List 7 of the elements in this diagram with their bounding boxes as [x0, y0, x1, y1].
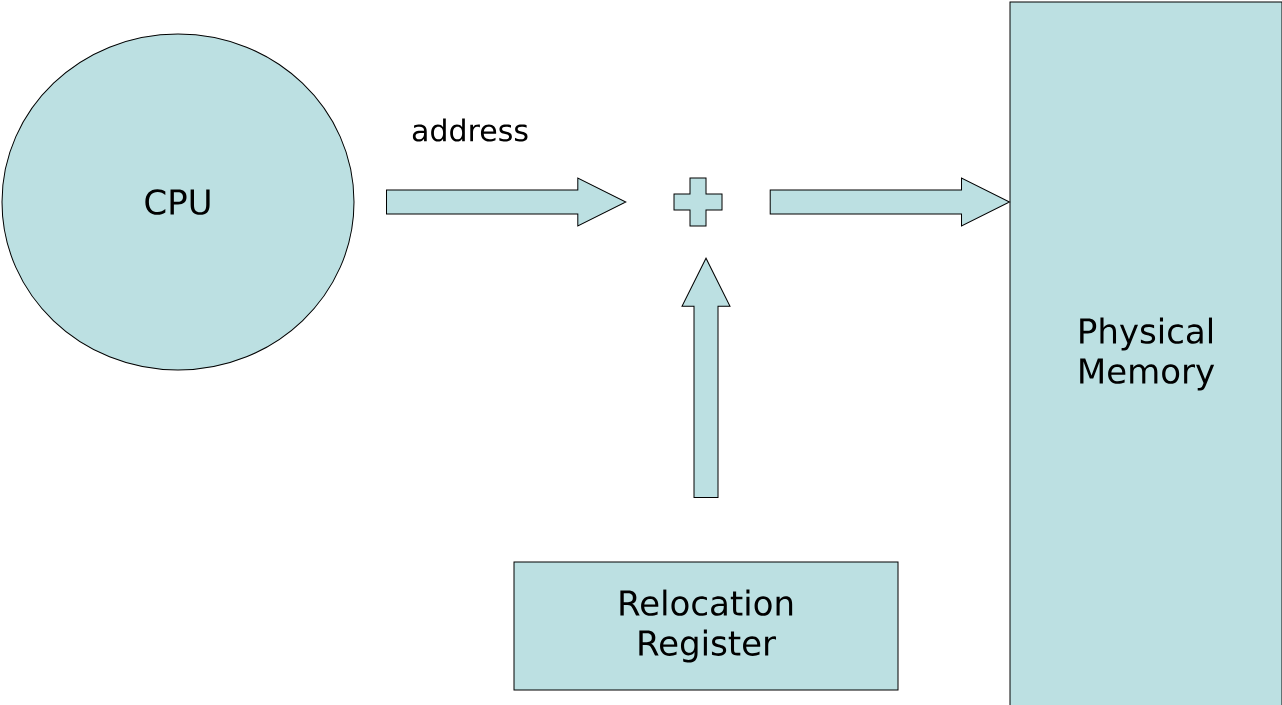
memory-block: Physical Memory — [1009, 1, 1282, 705]
edge-label: address — [412, 118, 528, 142]
block-arrow — [769, 177, 1010, 227]
block-arrow — [386, 177, 627, 227]
plus-sign — [673, 177, 723, 227]
block-arrow — [681, 257, 731, 498]
register-box: Relocation Register — [513, 561, 899, 691]
